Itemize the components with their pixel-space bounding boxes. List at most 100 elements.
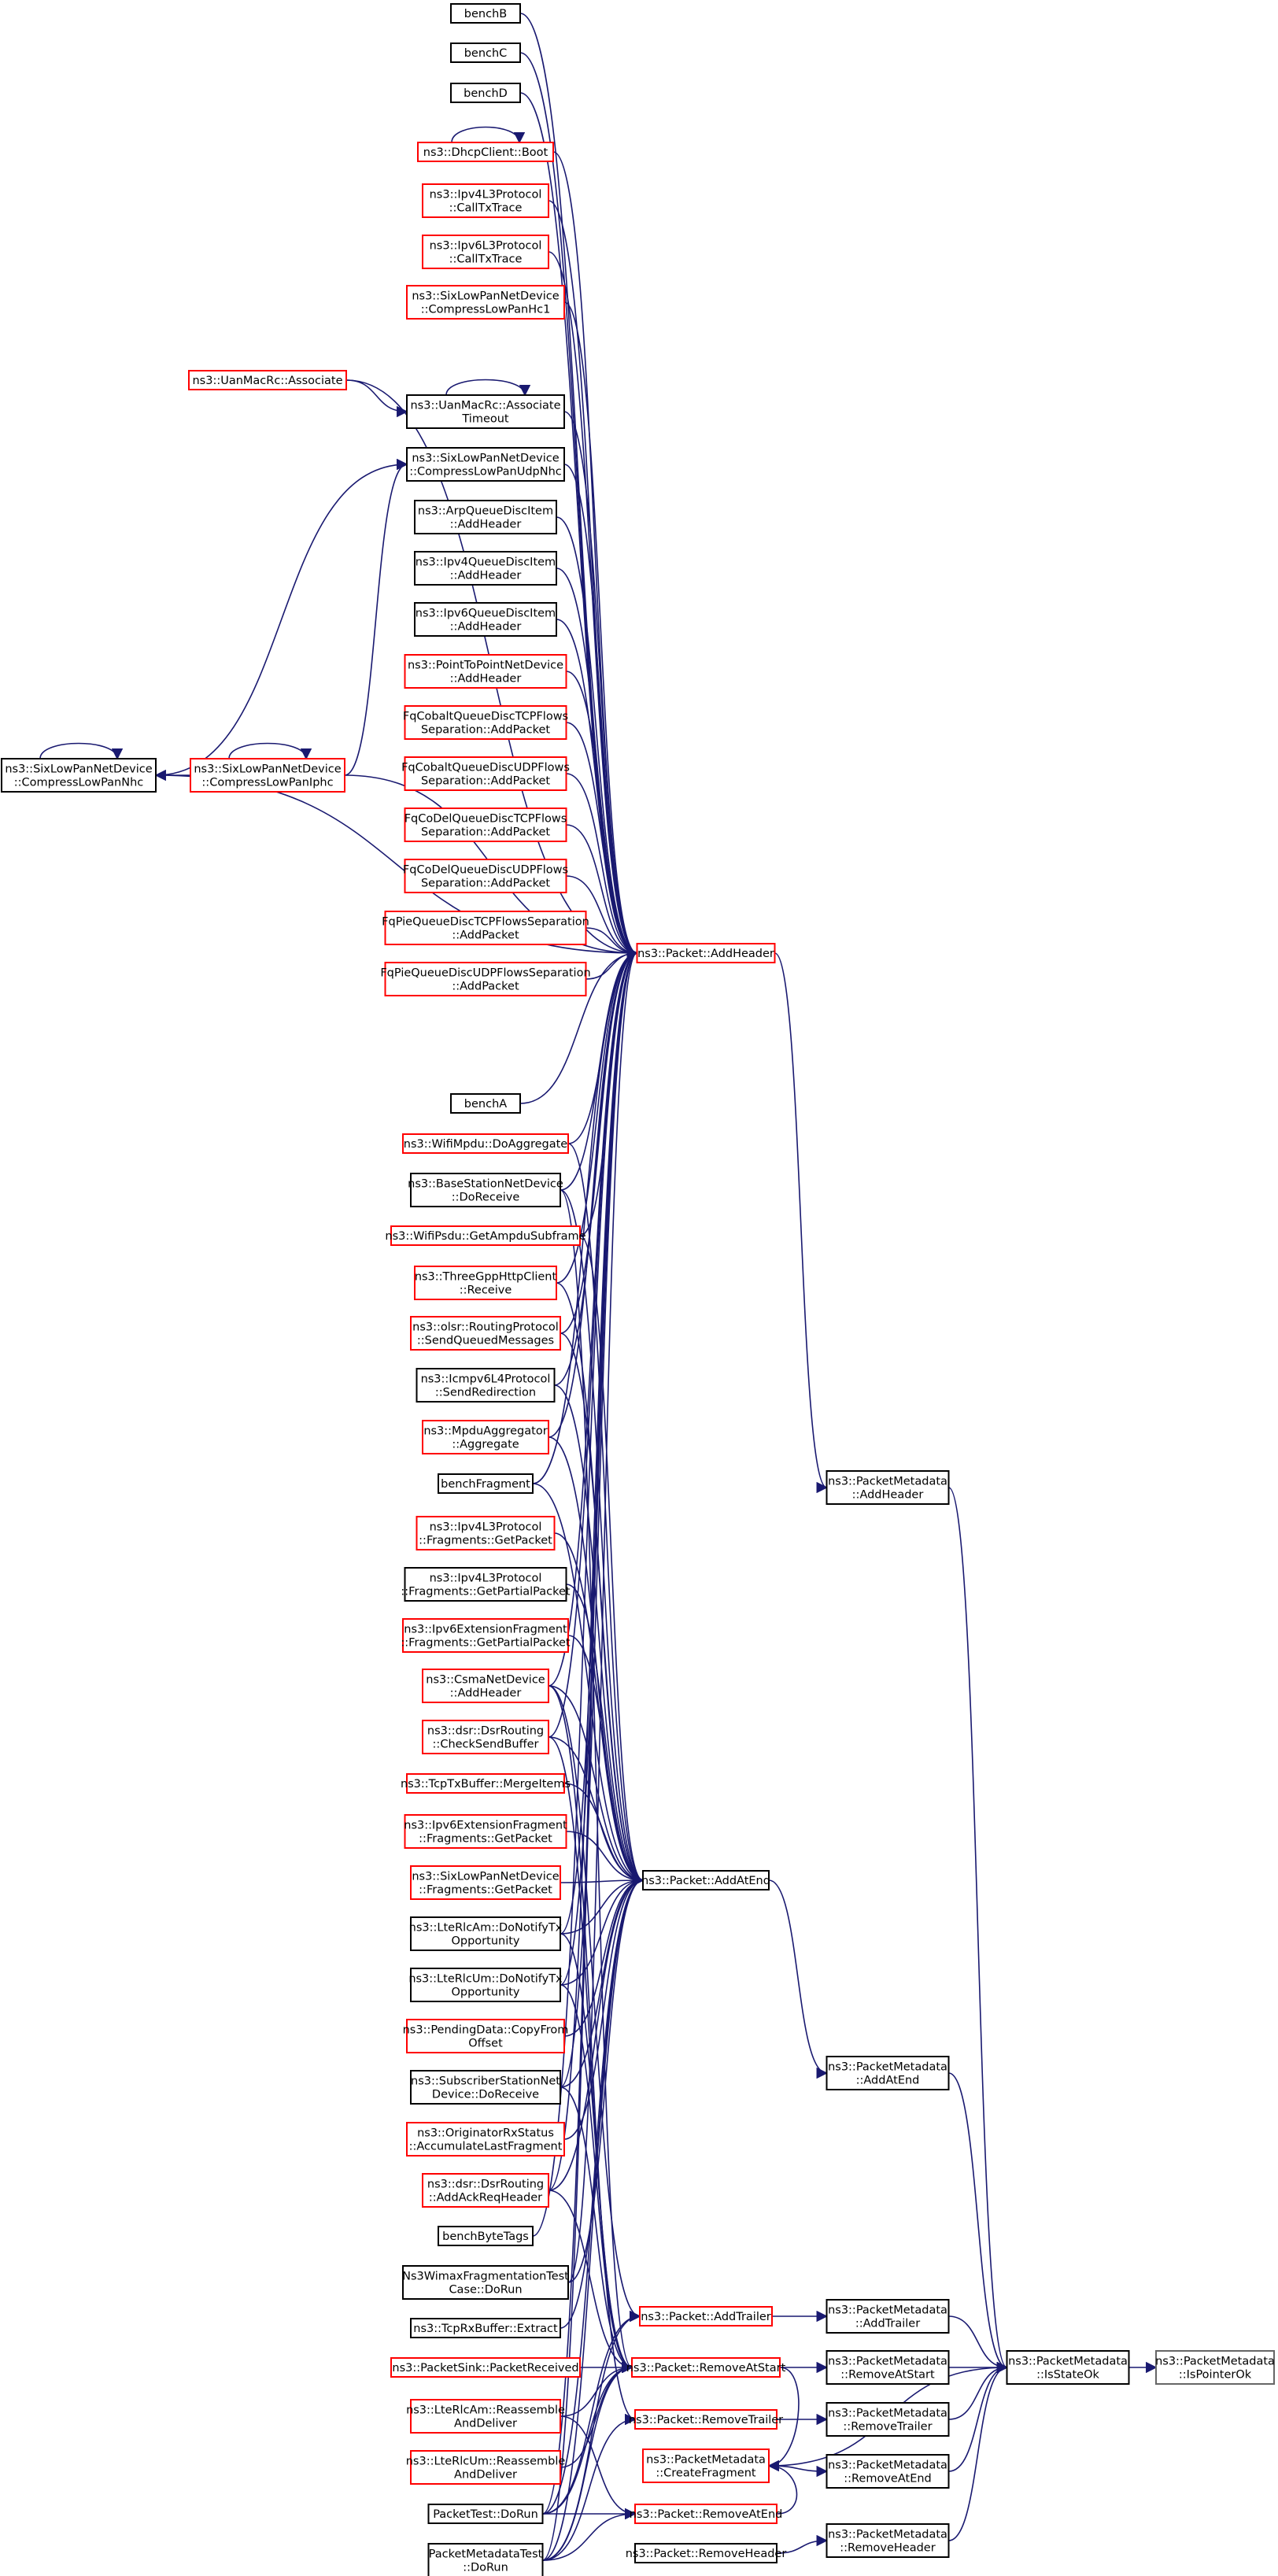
node-box[interactable]	[410, 1316, 561, 1351]
graph-node[interactable]: PacketTest::DoRun	[427, 2504, 544, 2524]
graph-node[interactable]: ns3::Icmpv6L4Protocol::SendRedirection	[416, 1368, 556, 1403]
graph-node[interactable]: ns3::MpduAggregator::Aggregate	[422, 1420, 549, 1454]
graph-node[interactable]: FqPieQueueDiscTCPFlowsSeparation::AddPac…	[382, 911, 589, 945]
node-box[interactable]	[634, 2543, 778, 2563]
node-box[interactable]	[450, 43, 521, 63]
node-box[interactable]	[450, 83, 521, 103]
graph-node[interactable]: FqPieQueueDiscUDPFlowsSeparation::AddPac…	[380, 962, 591, 996]
node-box[interactable]	[1006, 2350, 1130, 2385]
node-box[interactable]	[406, 1773, 565, 1794]
graph-node[interactable]: ns3::Ipv6ExtensionFragment::Fragments::G…	[404, 1814, 567, 1849]
graph-node[interactable]: ns3::ArpQueueDiscItem::AddHeader	[414, 500, 557, 534]
node-box[interactable]	[404, 705, 567, 740]
node-box[interactable]	[826, 2454, 950, 2489]
graph-node[interactable]: ns3::PacketMetadata::AddHeader	[826, 1470, 950, 1505]
node-box[interactable]	[402, 1133, 569, 1154]
node-box[interactable]	[410, 1968, 561, 2002]
graph-node[interactable]: ns3::PacketMetadata::RemoveTrailer	[826, 2402, 950, 2437]
node-box[interactable]	[422, 235, 549, 269]
graph-node[interactable]: benchD	[450, 83, 521, 103]
node-box[interactable]	[422, 183, 549, 218]
node-box[interactable]	[414, 500, 557, 534]
node-box[interactable]	[406, 285, 565, 320]
graph-node[interactable]: ns3::WifiMpdu::DoAggregate	[402, 1133, 569, 1154]
graph-node[interactable]: ns3::TcpTxBuffer::MergeItems	[401, 1773, 571, 1794]
graph-node[interactable]: ns3::Packet::AddHeader	[636, 943, 776, 963]
graph-node[interactable]: FqCoDelQueueDiscTCPFlowsSeparation::AddP…	[404, 808, 567, 842]
node-box[interactable]	[410, 2399, 561, 2434]
node-box[interactable]	[826, 2056, 950, 2090]
node-box[interactable]	[404, 1567, 567, 1602]
graph-node[interactable]: benchC	[450, 43, 521, 63]
graph-node[interactable]: ns3::SixLowPanNetDevice::CompressLowPanU…	[406, 447, 565, 482]
graph-node[interactable]: ns3::SixLowPanNetDevice::Fragments::GetP…	[410, 1865, 561, 1900]
node-box[interactable]	[402, 2265, 569, 2300]
node-box[interactable]	[410, 1865, 561, 1900]
node-box[interactable]	[438, 1473, 534, 1494]
graph-node[interactable]: PacketMetadataTest::DoRun	[427, 2543, 544, 2576]
node-box[interactable]	[636, 943, 776, 963]
node-box[interactable]	[384, 911, 587, 945]
node-box[interactable]	[404, 756, 567, 791]
node-box[interactable]	[1155, 2350, 1275, 2385]
graph-node[interactable]: ns3::PacketMetadata::IsPointerOk	[1155, 2350, 1275, 2385]
graph-node[interactable]: ns3::BaseStationNetDevice::DoReceive	[408, 1173, 563, 1207]
node-box[interactable]	[417, 142, 554, 162]
graph-node[interactable]: ns3::PacketMetadata::RemoveAtStart	[826, 2350, 950, 2385]
node-box[interactable]	[406, 394, 565, 429]
graph-node[interactable]: ns3::Ipv6L3Protocol::CallTxTrace	[422, 235, 549, 269]
node-box[interactable]	[826, 2402, 950, 2437]
graph-node[interactable]: ns3::Packet::AddAtEnd	[641, 1870, 770, 1890]
graph-node[interactable]: ns3::Packet::RemoveTrailer	[629, 2409, 783, 2430]
graph-node[interactable]: benchB	[450, 3, 521, 24]
node-box[interactable]	[826, 2299, 950, 2334]
graph-node[interactable]: ns3::SixLowPanNetDevice::CompressLowPanI…	[190, 758, 345, 793]
graph-node[interactable]: ns3::Packet::AddTrailer	[639, 2306, 773, 2327]
graph-node[interactable]: ns3::Packet::RemoveAtEnd	[630, 2504, 783, 2524]
graph-node[interactable]: ns3::PacketMetadata::AddTrailer	[826, 2299, 950, 2334]
node-box[interactable]	[406, 447, 565, 482]
graph-node[interactable]: ns3::PacketMetadata::CreateFragment	[642, 2448, 770, 2483]
graph-node[interactable]: ns3::OriginatorRxStatus::AccumulateLastF…	[406, 2122, 565, 2157]
node-box[interactable]	[634, 2504, 778, 2524]
node-box[interactable]	[422, 1669, 549, 1703]
node-box[interactable]	[410, 1173, 561, 1207]
graph-node[interactable]: ns3::PacketMetadata::IsStateOk	[1006, 2350, 1130, 2385]
node-box[interactable]	[450, 3, 521, 24]
node-box[interactable]	[404, 654, 567, 689]
graph-node[interactable]: ns3::ThreeGppHttpClient::Receive	[414, 1266, 557, 1300]
node-box[interactable]	[416, 1368, 556, 1403]
node-box[interactable]	[406, 2019, 565, 2053]
graph-node[interactable]: benchFragment	[438, 1473, 534, 1494]
node-box[interactable]	[416, 1516, 556, 1550]
node-box[interactable]	[404, 808, 567, 842]
graph-node[interactable]: ns3::Ipv6ExtensionFragment::Fragments::G…	[401, 1618, 571, 1653]
node-box[interactable]	[410, 2070, 561, 2105]
graph-node[interactable]: ns3::CsmaNetDevice::AddHeader	[422, 1669, 549, 1703]
node-box[interactable]	[1, 758, 157, 793]
node-box[interactable]	[631, 2357, 781, 2378]
graph-node[interactable]: ns3::PointToPointNetDevice::AddHeader	[404, 654, 567, 689]
node-box[interactable]	[404, 859, 567, 893]
graph-node[interactable]: FqCobaltQueueDiscTCPFlowsSeparation::Add…	[403, 705, 568, 740]
graph-node[interactable]: benchA	[450, 1093, 521, 1114]
graph-node[interactable]: ns3::SixLowPanNetDevice::CompressLowPanN…	[1, 758, 157, 793]
graph-node[interactable]: ns3::DhcpClient::Boot	[417, 142, 554, 162]
graph-node[interactable]: ns3::Ipv4L3Protocol::Fragments::GetPacke…	[416, 1516, 556, 1550]
node-box[interactable]	[414, 551, 557, 586]
node-box[interactable]	[826, 2350, 950, 2385]
graph-node[interactable]: ns3::dsr::DsrRouting::AddAckReqHeader	[422, 2173, 549, 2208]
node-box[interactable]	[427, 2504, 544, 2524]
graph-node[interactable]: ns3::WifiPsdu::GetAmpduSubframe	[385, 1225, 586, 1246]
graph-node[interactable]: ns3::SubscriberStationNetDevice::DoRecei…	[410, 2070, 561, 2105]
node-box[interactable]	[438, 2226, 534, 2246]
node-box[interactable]	[414, 602, 557, 637]
node-box[interactable]	[422, 1720, 549, 1754]
graph-node[interactable]: ns3::PacketSink::PacketReceived	[390, 2357, 581, 2378]
node-box[interactable]	[422, 1420, 549, 1454]
node-box[interactable]	[642, 2448, 770, 2483]
node-box[interactable]	[190, 758, 345, 793]
